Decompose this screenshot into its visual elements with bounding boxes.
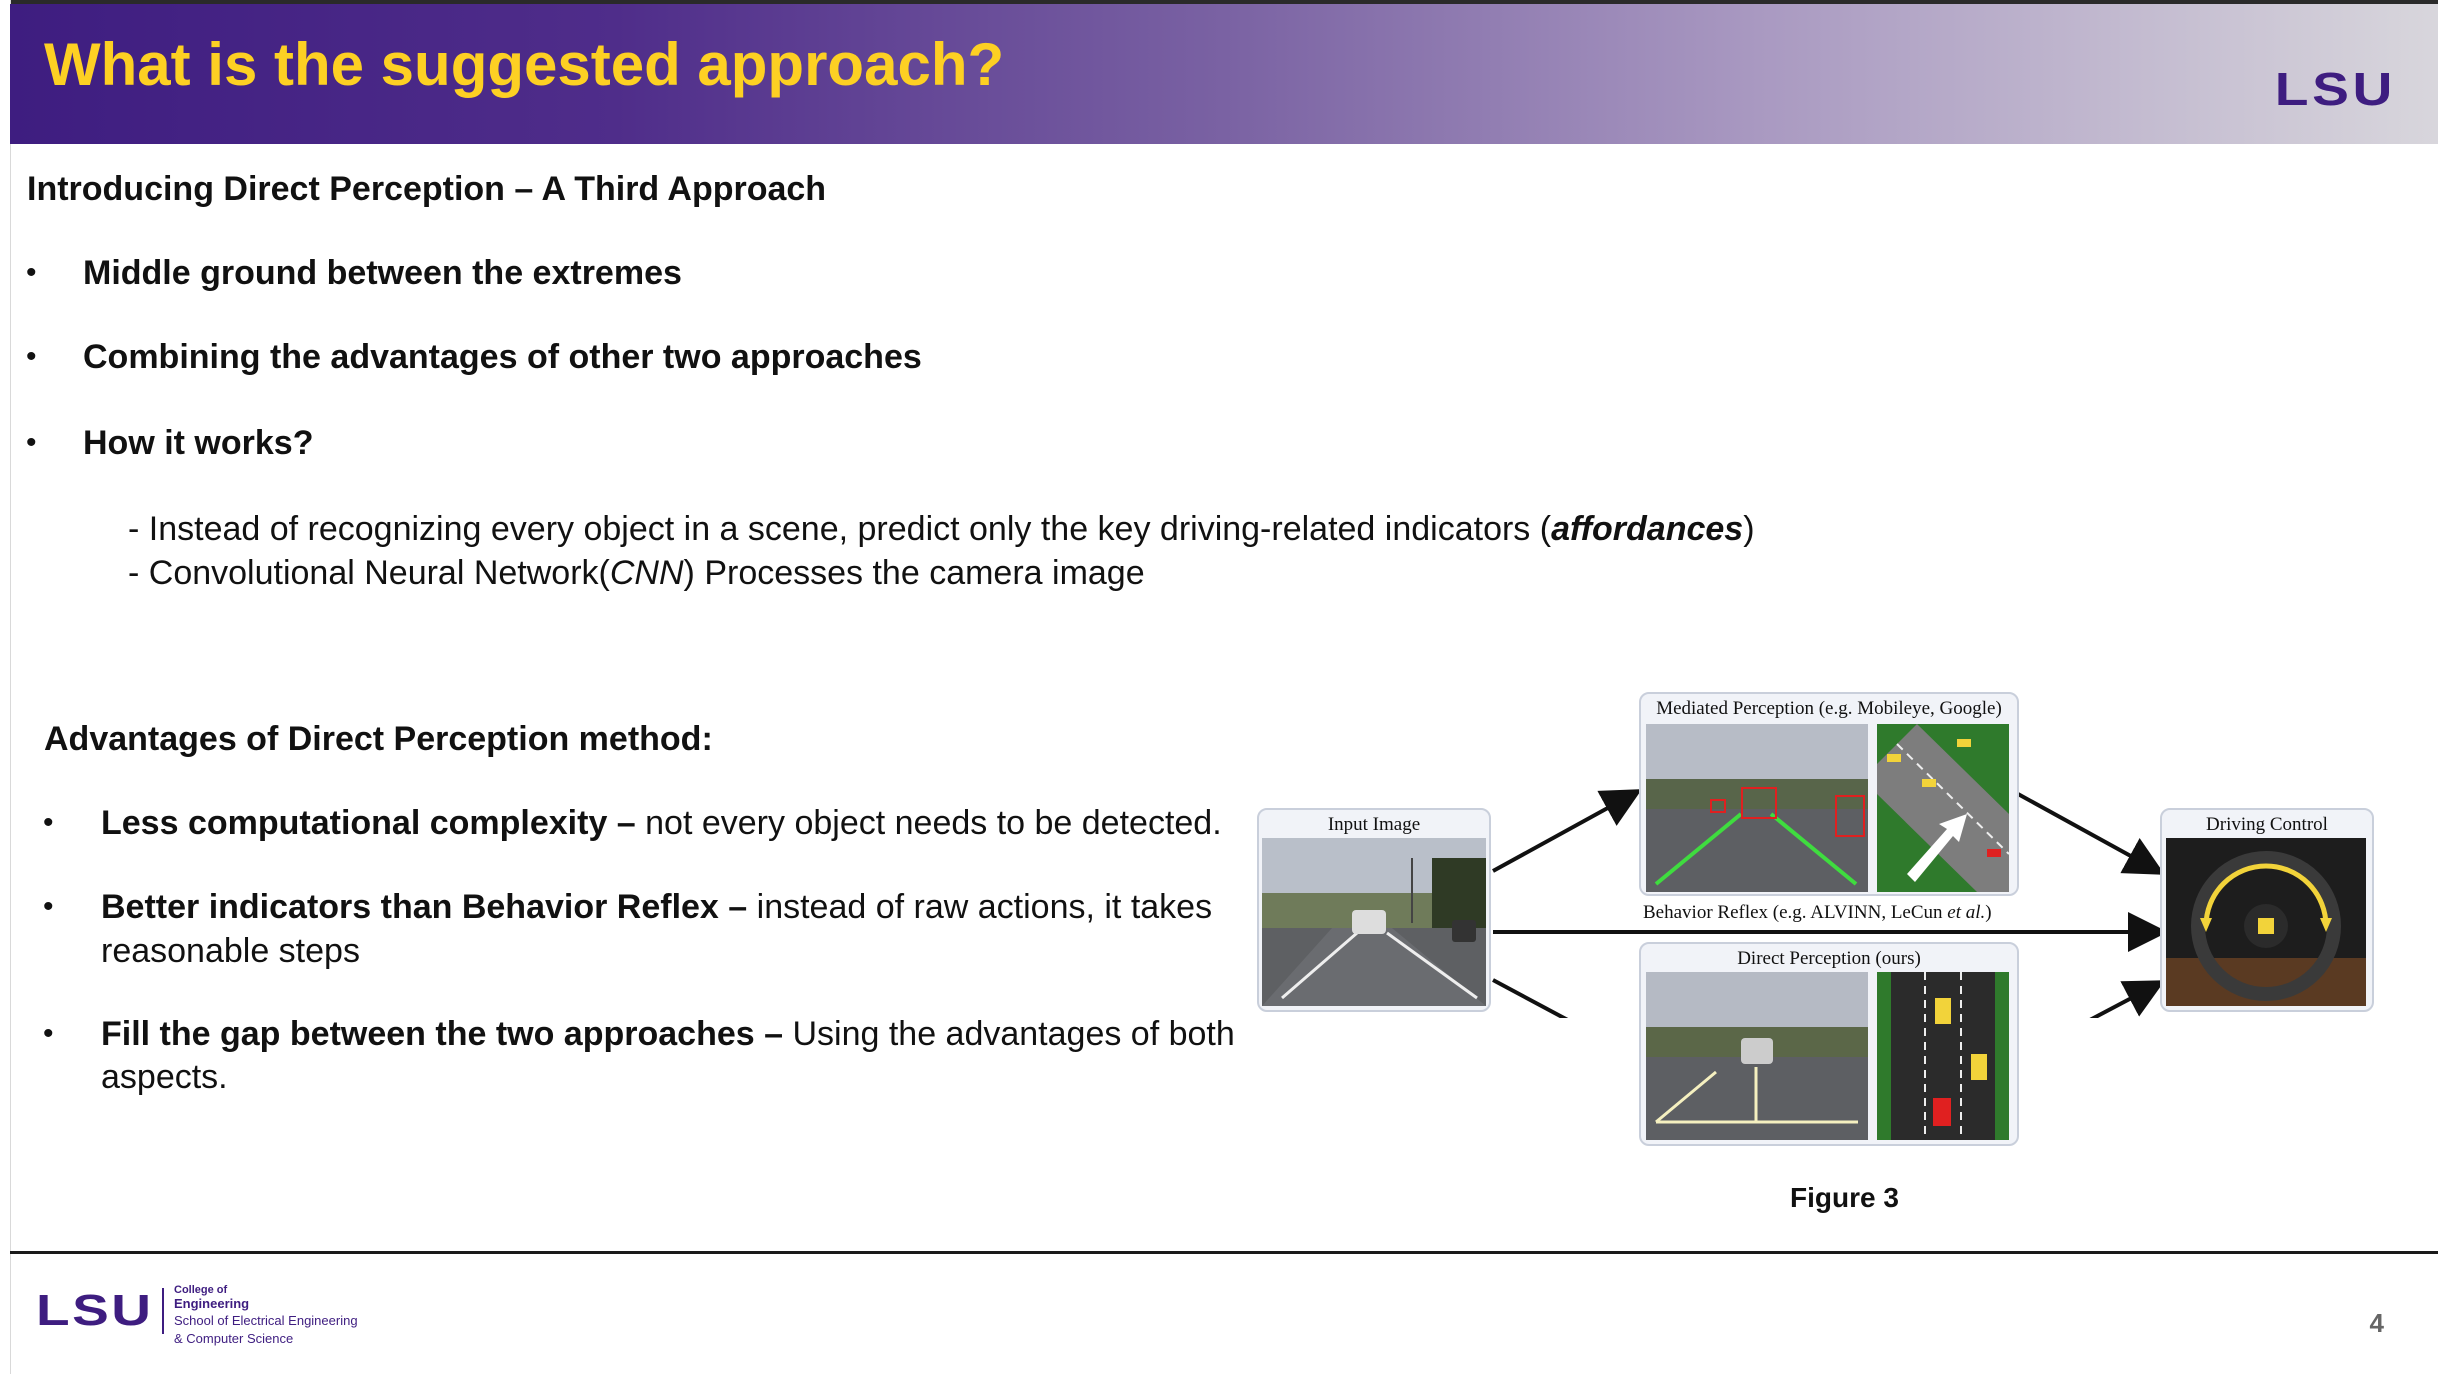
how-it-works-line-2: - Convolutional Neural Network(CNN) Proc… <box>128 554 1145 593</box>
advantage-3-text: Using the advantages of both <box>783 1015 1235 1053</box>
advantage-3-bold: Fill the gap between the two approaches … <box>101 1015 784 1053</box>
input-image-label: Input Image <box>1327 814 1421 835</box>
sub1-text: - Instead of recognizing every object in… <box>128 510 1552 548</box>
intro-bullet-1: Middle ground between the extremes <box>83 254 682 292</box>
sub2-text: - Convolutional Neural Network( <box>128 554 610 592</box>
driving-control-label: Driving Control <box>2206 814 2328 835</box>
arrow-input-to-direct-drawn <box>1492 978 1569 1018</box>
advantage-2-text: instead of raw actions, it takes <box>747 888 1213 926</box>
direct-photo <box>1646 972 1868 1140</box>
footer-school: School of Electrical Engineering <box>174 1313 358 1328</box>
footer-lsu-logo: LSU <box>36 1286 154 1335</box>
reflex-label-text: Behavior Reflex (e.g. ALVINN, LeCun <box>1643 902 1948 923</box>
advantage-2-line-2: reasonable steps <box>101 932 360 970</box>
bullet-marker: • <box>43 890 54 923</box>
sub2-rest: ) Processes the camera image <box>683 554 1145 592</box>
slide-title: What is the suggested approach? <box>44 31 1005 98</box>
figure-3-caption: Figure 3 <box>1790 1182 1899 1213</box>
arrow-direct-to-control <box>2089 980 2166 1018</box>
slide-header: What is the suggested approach? LSU <box>10 4 2438 144</box>
direct-topview <box>1877 972 2009 1140</box>
direct-perception-label: Direct Perception (ours) <box>1737 948 1921 969</box>
footer-divider <box>10 1251 2438 1254</box>
behavior-reflex-label: Behavior Reflex (e.g. ALVINN, LeCun et a… <box>1643 902 1992 924</box>
sub1-close: ) <box>1743 510 1755 548</box>
advantage-item-2: Better indicators than Behavior Reflex –… <box>101 888 1212 927</box>
advantage-1-text: not every object needs to be detected. <box>635 804 1222 842</box>
advantages-heading: Advantages of Direct Perception method: <box>44 720 713 758</box>
cnn-term: CNN <box>609 554 684 592</box>
advantage-1-bold: Less computational complexity – <box>101 804 636 842</box>
mediated-perception-panel: Mediated Perception (e.g. Mobileye, Goog… <box>1639 692 2019 896</box>
lsu-logo: LSU <box>2274 63 2396 115</box>
reflex-label-close: ) <box>1985 902 1992 923</box>
driving-control-panel: Driving Control <box>2160 808 2374 1012</box>
affordances-term: affordances <box>1551 510 1744 548</box>
intro-bullet-2: Combining the advantages of other two ap… <box>83 338 922 376</box>
figure-3: Input Image Mediated Perception (e.g. Mo… <box>1255 688 2380 1146</box>
footer-school-cs: & Computer Science <box>174 1331 294 1346</box>
bullet-marker: • <box>26 426 37 459</box>
mediated-photo <box>1646 724 1868 892</box>
footer-college-of: College of <box>174 1284 228 1296</box>
advantage-2-bold: Better indicators than Behavior Reflex – <box>101 888 748 926</box>
bullet-marker: • <box>26 256 37 289</box>
arrow-input-to-mediated <box>1492 789 1643 873</box>
intro-bullet-3: How it works? <box>83 424 314 462</box>
arrow-input-to-direct <box>1493 980 1635 1018</box>
page-number: 4 <box>2369 1308 2384 1338</box>
footer-logo-separator <box>162 1288 164 1334</box>
advantage-item-1: Less computational complexity – not ever… <box>101 804 1222 843</box>
mediated-perception-label: Mediated Perception (e.g. Mobileye, Goog… <box>1656 698 2002 719</box>
bullet-marker: • <box>43 1017 54 1050</box>
advantage-item-3: Fill the gap between the two approaches … <box>101 1015 1235 1054</box>
mediated-topview <box>1877 724 2009 892</box>
advantage-3-line-2: aspects. <box>101 1058 228 1096</box>
road-photo <box>1262 838 1486 1006</box>
left-border <box>0 0 11 1374</box>
intro-heading: Introducing Direct Perception – A Third … <box>27 170 827 208</box>
how-it-works-line-1: - Instead of recognizing every object in… <box>128 510 1755 549</box>
bullet-marker: • <box>43 806 54 839</box>
arrow-mediated-to-control <box>2017 792 2166 875</box>
direct-perception-panel: Direct Perception (ours) <box>1639 942 2019 1146</box>
bullet-marker: • <box>26 340 37 373</box>
footer-engineering: Engineering <box>174 1296 250 1311</box>
input-image-panel: Input Image <box>1257 808 1491 1012</box>
figure-arrows <box>1492 789 2168 1018</box>
steering-wheel-photo <box>2166 838 2366 1006</box>
reflex-label-em: et al. <box>1947 902 1986 923</box>
top-border <box>0 0 2438 4</box>
